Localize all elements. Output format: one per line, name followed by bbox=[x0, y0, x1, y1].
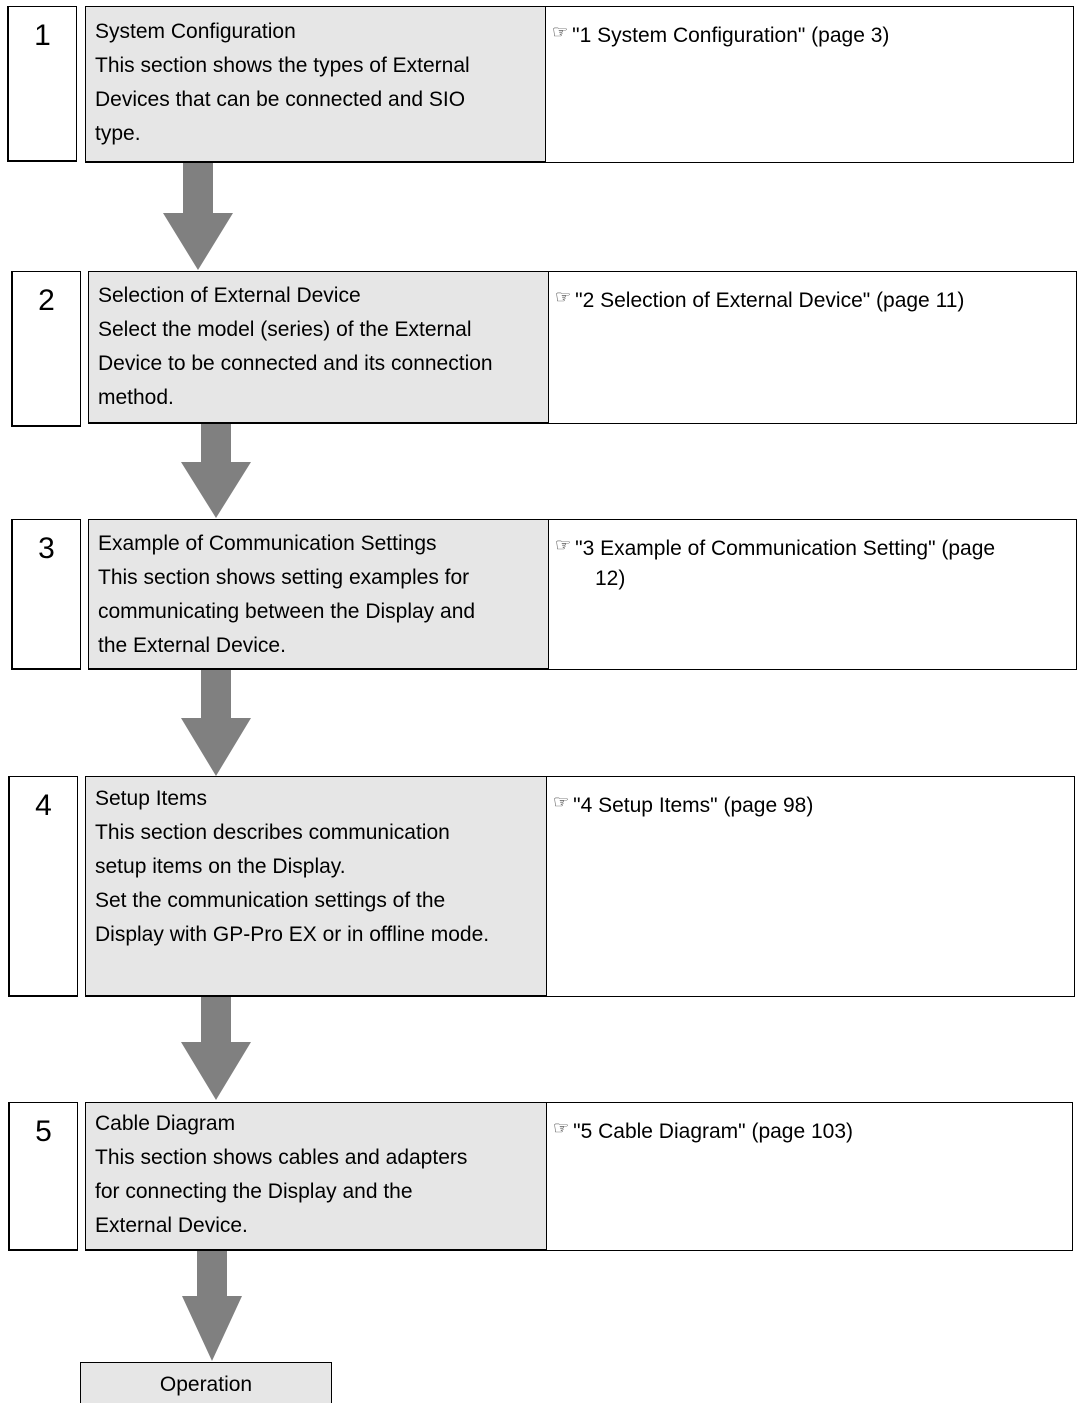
step-4-text: Display with GP-Pro EX or in offline mod… bbox=[95, 923, 490, 946]
down-arrow-3 bbox=[181, 670, 251, 776]
step-4-title: Setup Items bbox=[95, 787, 208, 810]
step-2-text: Device to be connected and its connectio… bbox=[98, 352, 493, 375]
step-2-reference-text[interactable]: "2 Selection of External Device" (page 1… bbox=[575, 289, 965, 312]
pointing-hand-icon: ☞ bbox=[553, 792, 570, 812]
pointing-hand-icon: ☞ bbox=[552, 22, 569, 42]
step-5-text: External Device. bbox=[95, 1214, 248, 1237]
step-1-number: 1 bbox=[7, 6, 77, 162]
step-1-text: Devices that can be connected and SIO bbox=[95, 88, 466, 111]
pointing-hand-icon: ☞ bbox=[553, 1118, 570, 1138]
step-3-reference-text[interactable]: "3 Example of Communication Setting" (pa… bbox=[575, 537, 996, 560]
step-4-number: 4 bbox=[8, 776, 78, 997]
step-5-title: Cable Diagram bbox=[95, 1112, 236, 1135]
step-1-reference-text[interactable]: "1 System Configuration" (page 3) bbox=[572, 24, 890, 47]
step-4-text: Set the communication settings of the bbox=[95, 889, 446, 912]
step-5-number: 5 bbox=[8, 1102, 78, 1251]
step-5-reference[interactable]: ☞"5 Cable Diagram" (page 103) bbox=[547, 1102, 1073, 1251]
step-5-text: This section shows cables and adapters bbox=[95, 1146, 468, 1169]
step-3-reference-text[interactable]: 12) bbox=[595, 567, 626, 590]
step-1-text: This section shows the types of External bbox=[95, 54, 470, 77]
step-2-title: Selection of External Device bbox=[98, 284, 361, 307]
step-3-title: Example of Communication Settings bbox=[98, 532, 437, 555]
step-2-reference[interactable]: ☞"2 Selection of External Device" (page … bbox=[549, 271, 1077, 424]
step-4-text: This section describes communication bbox=[95, 821, 450, 844]
step-2-description: Selection of External Device Select the … bbox=[88, 271, 549, 424]
down-arrow-2 bbox=[181, 424, 251, 518]
step-3-description: Example of Communication Settings This s… bbox=[88, 519, 549, 670]
step-2-number: 2 bbox=[11, 271, 81, 427]
step-1-title: System Configuration bbox=[95, 20, 296, 43]
step-1-description: System Configuration This section shows … bbox=[85, 6, 546, 163]
step-2-text: Select the model (series) of the Externa… bbox=[98, 318, 472, 341]
down-arrow-4 bbox=[181, 997, 251, 1100]
step-4-reference-text[interactable]: "4 Setup Items" (page 98) bbox=[573, 794, 814, 817]
step-3-reference[interactable]: ☞"3 Example of Communication Setting" (p… bbox=[549, 519, 1077, 670]
step-5-text: for connecting the Display and the bbox=[95, 1180, 413, 1203]
step-4-text: setup items on the Display. bbox=[95, 855, 346, 878]
step-3-text: the External Device. bbox=[98, 634, 286, 657]
down-arrow-1 bbox=[163, 163, 233, 270]
operation-box: Operation bbox=[80, 1362, 332, 1403]
step-1-text: type. bbox=[95, 122, 141, 145]
step-3-text: This section shows setting examples for bbox=[98, 566, 470, 589]
pointing-hand-icon: ☞ bbox=[555, 535, 572, 555]
step-4-description: Setup Items This section describes commu… bbox=[85, 776, 547, 997]
step-5-description: Cable Diagram This section shows cables … bbox=[85, 1102, 547, 1251]
step-5-reference-text[interactable]: "5 Cable Diagram" (page 103) bbox=[573, 1120, 854, 1143]
step-1-reference[interactable]: ☞"1 System Configuration" (page 3) bbox=[546, 6, 1074, 163]
step-3-number: 3 bbox=[11, 519, 81, 670]
pointing-hand-icon: ☞ bbox=[555, 287, 572, 307]
down-arrow-5 bbox=[182, 1251, 242, 1361]
step-4-reference[interactable]: ☞"4 Setup Items" (page 98) bbox=[547, 776, 1075, 997]
step-3-text: communicating between the Display and bbox=[98, 600, 476, 623]
step-2-text: method. bbox=[98, 386, 174, 409]
operation-label: Operation bbox=[159, 1373, 253, 1396]
